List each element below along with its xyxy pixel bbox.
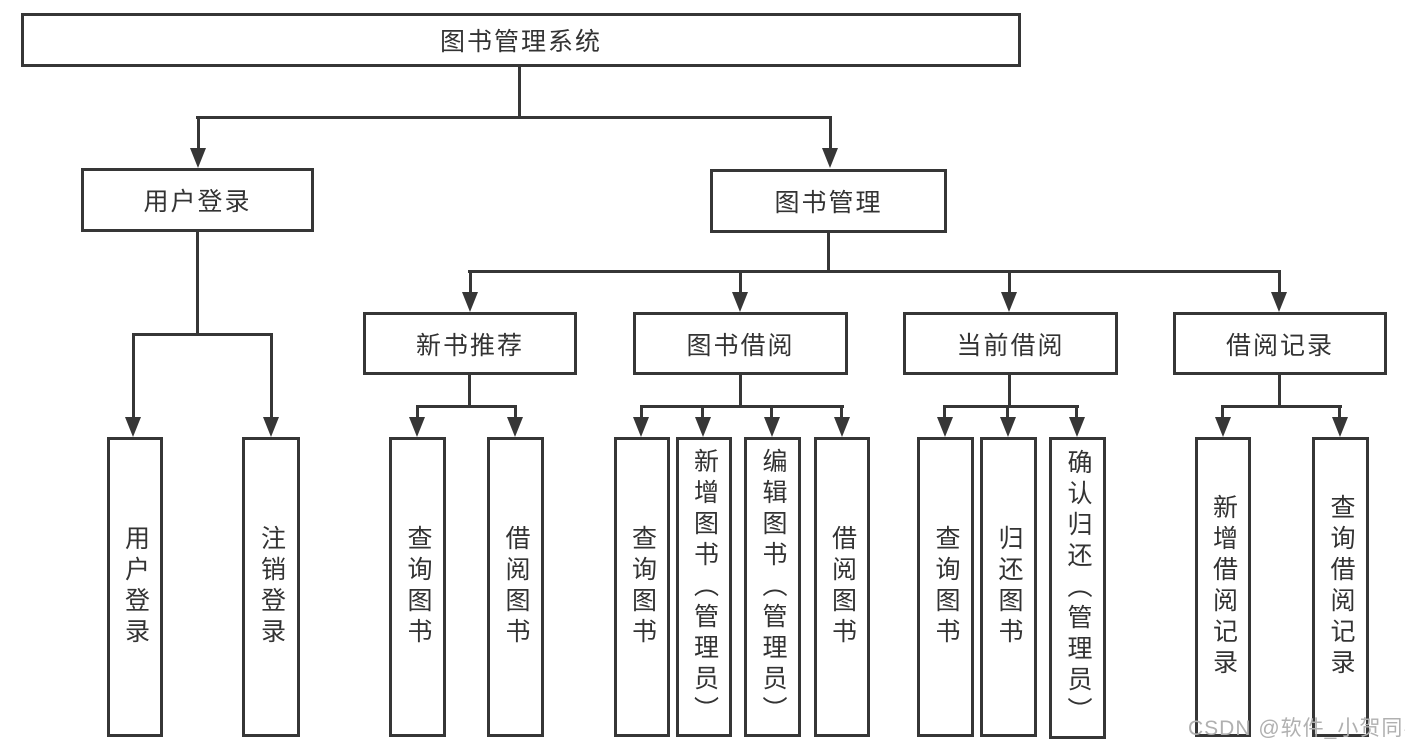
node-leaf-query-books-3: 查询图书 — [917, 437, 974, 737]
connector-drop-leaf-user-login — [132, 336, 135, 419]
node-leaf-add-borrow-record: 新增借阅记录 — [1195, 437, 1251, 737]
arrowhead-borrowing-records — [1271, 292, 1287, 312]
connector-drop-add-books — [701, 408, 704, 420]
node-label: 借阅图书 — [828, 525, 857, 649]
connector-drop-edit-books — [770, 408, 773, 420]
arrowhead-leaf-user-login — [125, 417, 141, 437]
connector-book-management-bar — [468, 270, 1281, 273]
connector-drop-query1 — [416, 408, 419, 420]
node-borrowing-records: 借阅记录 — [1173, 312, 1387, 375]
arrowhead-book-borrowing — [732, 292, 748, 312]
connector-drop-new-book — [469, 273, 472, 294]
arrowhead-query1 — [409, 417, 425, 437]
node-user-login-branch: 用户登录 — [81, 168, 314, 232]
connector-drop-borrow1 — [514, 408, 517, 420]
node-label: 确认归还（管理员） — [1064, 448, 1092, 728]
node-current-borrowing: 当前借阅 — [903, 312, 1118, 375]
node-new-book-recommendation: 新书推荐 — [363, 312, 577, 375]
node-label: 用户登录 — [143, 188, 252, 216]
arrowhead-return-books — [1000, 417, 1016, 437]
connector-drop-query2 — [640, 408, 643, 420]
node-leaf-query-books-1: 查询图书 — [389, 437, 446, 737]
node-leaf-confirm-return-admin: 确认归还（管理员） — [1049, 437, 1106, 739]
connector-new-book-bar — [416, 405, 517, 408]
connector-drop-confirm-return — [1075, 408, 1078, 420]
arrowhead-current-borrowing — [1001, 292, 1017, 312]
node-label: 查询图书 — [628, 525, 657, 649]
node-leaf-query-borrow-record: 查询借阅记录 — [1312, 437, 1369, 737]
node-label: 查询图书 — [404, 525, 432, 649]
connector-root-bar — [196, 116, 832, 119]
node-leaf-user-login: 用户登录 — [107, 437, 163, 737]
node-leaf-return-books: 归还图书 — [980, 437, 1037, 737]
connector-new-book-stub — [468, 375, 471, 408]
connector-user-login-bar — [132, 333, 273, 336]
node-label: 用户登录 — [121, 525, 150, 649]
connector-drop-book-management — [829, 118, 832, 150]
node-label: 图书管理 — [774, 189, 883, 217]
connector-drop-leaf-logout — [270, 336, 273, 419]
arrowhead-borrow2 — [834, 417, 850, 437]
node-label: 查询图书 — [932, 525, 960, 649]
connector-user-login-stub — [196, 232, 199, 336]
node-book-borrowing: 图书借阅 — [633, 312, 848, 375]
connector-drop-add-record — [1221, 408, 1224, 420]
arrowhead-query3 — [937, 417, 953, 437]
arrowhead-borrow1 — [507, 417, 523, 437]
watermark-csdn: CSDN @软件_小贺同学 — [1188, 717, 1405, 740]
connector-book-borrowing-bar — [640, 405, 844, 408]
connector-root-stub — [518, 67, 521, 118]
connector-drop-current-borrowing — [1008, 273, 1011, 294]
connector-drop-query3 — [943, 408, 946, 420]
arrowhead-new-book — [462, 292, 478, 312]
connector-drop-return-books — [1006, 408, 1009, 420]
arrowhead-leaf-logout — [263, 417, 279, 437]
node-leaf-edit-books-admin: 编辑图书（管理员） — [744, 437, 801, 737]
arrowhead-add-books — [695, 417, 711, 437]
node-label: 图书借阅 — [686, 331, 795, 360]
node-label: 当前借阅 — [956, 331, 1065, 360]
connector-borrowing-records-bar — [1221, 405, 1342, 408]
node-leaf-borrow-books-2: 借阅图书 — [814, 437, 870, 737]
connector-drop-borrowing-records — [1278, 273, 1281, 294]
node-leaf-logout: 注销登录 — [242, 437, 300, 737]
connector-book-management-stub — [827, 233, 830, 272]
arrowhead-add-record — [1215, 417, 1231, 437]
arrowhead-user-login — [190, 148, 206, 168]
node-label: 新书推荐 — [415, 331, 524, 360]
connector-drop-user-login — [197, 118, 200, 150]
node-leaf-query-books-2: 查询图书 — [614, 437, 670, 737]
node-library-system: 图书管理系统 — [21, 13, 1021, 67]
connector-drop-query-record — [1338, 408, 1341, 420]
connector-current-borrowing-stub — [1008, 375, 1011, 408]
connector-drop-book-borrowing — [739, 273, 742, 294]
node-label: 新增借阅记录 — [1209, 494, 1238, 680]
connector-current-borrowing-bar — [943, 405, 1079, 408]
arrowhead-book-management — [822, 148, 838, 168]
arrowhead-edit-books — [764, 417, 780, 437]
node-label: 查询借阅记录 — [1327, 494, 1355, 680]
arrowhead-confirm-return — [1069, 417, 1085, 437]
node-label: 注销登录 — [257, 525, 286, 649]
arrowhead-query2 — [633, 417, 649, 437]
node-label: 借阅记录 — [1225, 331, 1334, 360]
node-leaf-borrow-books-1: 借阅图书 — [487, 437, 544, 737]
node-label: 新增图书（管理员） — [690, 447, 719, 727]
node-label: 归还图书 — [995, 525, 1023, 649]
node-label: 编辑图书（管理员） — [759, 447, 787, 727]
node-label: 借阅图书 — [502, 525, 530, 649]
node-book-management: 图书管理 — [710, 169, 947, 233]
node-leaf-add-books-admin: 新增图书（管理员） — [676, 437, 732, 737]
connector-book-borrowing-stub — [739, 375, 742, 408]
arrowhead-query-record — [1332, 417, 1348, 437]
node-label: 图书管理系统 — [439, 28, 602, 56]
connector-drop-borrow2 — [840, 408, 843, 420]
connector-borrowing-records-stub — [1278, 375, 1281, 408]
